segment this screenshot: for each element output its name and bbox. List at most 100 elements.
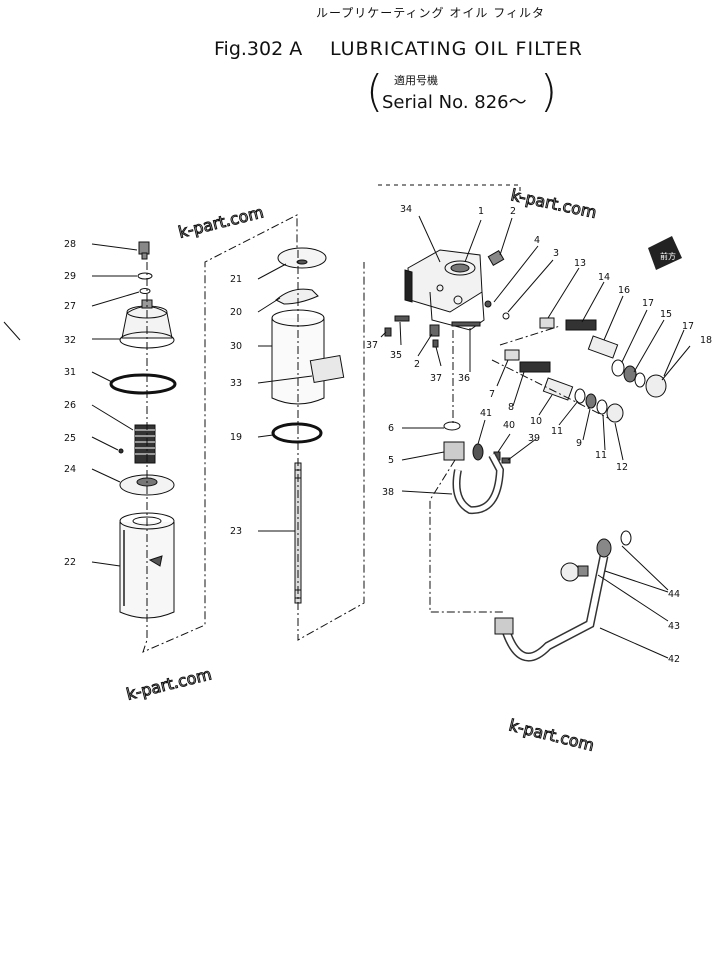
serial-number: Serial No. 826～ xyxy=(382,92,527,113)
label-21: 21 xyxy=(230,274,242,285)
part-3-washer xyxy=(502,312,510,320)
guide-line xyxy=(378,184,521,200)
part-42-pipe xyxy=(500,555,609,662)
part-33-plate xyxy=(309,354,345,384)
label-22: 22 xyxy=(64,557,76,568)
label-7: 7 xyxy=(489,389,495,400)
part-8-spring xyxy=(519,361,551,373)
japanese-title: ループリケーティング オイル フィルタ xyxy=(316,6,545,20)
part-29-washer xyxy=(137,272,153,280)
label-8: 8 xyxy=(508,402,514,413)
assembly-line xyxy=(429,330,505,613)
part-6-oring xyxy=(443,421,461,431)
stray-mark xyxy=(3,321,21,341)
part-37-screw xyxy=(384,327,392,337)
label-38: 38 xyxy=(382,487,394,498)
part-16-sleeve xyxy=(587,335,619,359)
label-42: 42 xyxy=(668,654,680,665)
label-37: 37 xyxy=(366,340,378,351)
label-40: 40 xyxy=(503,420,515,431)
label-25: 25 xyxy=(64,433,76,444)
part-19-oring xyxy=(271,422,323,444)
part-2-plug xyxy=(487,249,505,267)
serial-japanese: 適用号機 xyxy=(394,74,438,87)
part-35-bolt xyxy=(394,315,410,322)
part-14-spring xyxy=(565,319,597,331)
label-43: 43 xyxy=(668,621,680,632)
label-30: 30 xyxy=(230,341,242,352)
front-arrow-tag: 前方 xyxy=(648,236,682,270)
part-4-plug xyxy=(484,300,492,308)
label-19: 19 xyxy=(230,432,242,443)
label-32: 32 xyxy=(64,335,76,346)
part-44-oring xyxy=(596,538,612,558)
label-27: 27 xyxy=(64,301,76,312)
part-27-oring xyxy=(139,288,151,294)
label-39: 39 xyxy=(528,433,540,444)
part-28-bolt xyxy=(138,241,150,260)
watermark: k-part.com xyxy=(507,715,596,755)
watermark: k-part.com xyxy=(124,664,213,704)
part-41-washer xyxy=(472,443,484,461)
label-4: 4 xyxy=(534,235,540,246)
label-31: 31 xyxy=(64,367,76,378)
part-39-screw xyxy=(501,457,511,464)
label-14: 14 xyxy=(598,272,610,283)
label-41: 41 xyxy=(480,408,492,419)
part-36-bolt xyxy=(451,321,481,327)
part-2-plug xyxy=(429,324,440,337)
assembly-line xyxy=(297,250,365,641)
part-9-washer xyxy=(585,393,597,409)
label-10: 10 xyxy=(530,416,542,427)
label-17: 17 xyxy=(642,298,654,309)
label-13: 13 xyxy=(574,258,586,269)
part-1-filter-head xyxy=(404,249,485,331)
part-5-elbow xyxy=(443,441,465,461)
front-tag-label: 前方 xyxy=(660,251,676,261)
label-9: 9 xyxy=(576,438,582,449)
label-11b: 11 xyxy=(595,450,607,461)
watermark: k-part.com xyxy=(176,202,265,242)
paren-open: ( xyxy=(366,66,384,117)
label-1: 1 xyxy=(478,206,484,217)
part-17-oring xyxy=(634,372,646,388)
label-29: 29 xyxy=(64,271,76,282)
part-7-valve xyxy=(504,349,520,361)
assembly-line xyxy=(491,325,609,419)
label-20: 20 xyxy=(230,307,242,318)
label-34: 34 xyxy=(400,204,412,215)
figure-number: Fig.302 A xyxy=(214,38,303,60)
label-15: 15 xyxy=(660,309,672,320)
part-20-bracket xyxy=(275,288,319,305)
label-44: 44 xyxy=(668,589,680,600)
label-37b: 37 xyxy=(430,373,442,384)
part-13-valve xyxy=(539,317,555,329)
label-24: 24 xyxy=(64,464,76,475)
part-44-oring xyxy=(620,530,632,546)
label-18: 18 xyxy=(700,335,712,346)
part-26-spring xyxy=(134,424,156,464)
part-11-oring xyxy=(574,388,586,404)
part-31-oring xyxy=(109,373,177,395)
label-16: 16 xyxy=(618,285,630,296)
label-36: 36 xyxy=(458,373,470,384)
diagram-title: LUBRICATING OIL FILTER xyxy=(330,38,583,60)
part-18-plug xyxy=(645,374,667,398)
part-11-oring xyxy=(596,399,608,415)
assembly-line xyxy=(142,214,298,653)
paren-close: ) xyxy=(540,66,558,117)
label-11: 11 xyxy=(551,426,563,437)
label-12: 12 xyxy=(616,462,628,473)
label-28: 28 xyxy=(64,239,76,250)
label-6: 6 xyxy=(388,423,394,434)
label-3: 3 xyxy=(553,248,559,259)
label-5: 5 xyxy=(388,455,394,466)
label-2: 2 xyxy=(510,206,516,217)
part-42-fitting xyxy=(494,617,514,635)
label-2b: 2 xyxy=(414,359,420,370)
label-17b: 17 xyxy=(682,321,694,332)
part-43-plug xyxy=(560,562,589,582)
part-25-ball xyxy=(118,448,124,454)
part-32-filter-cap xyxy=(119,299,175,349)
